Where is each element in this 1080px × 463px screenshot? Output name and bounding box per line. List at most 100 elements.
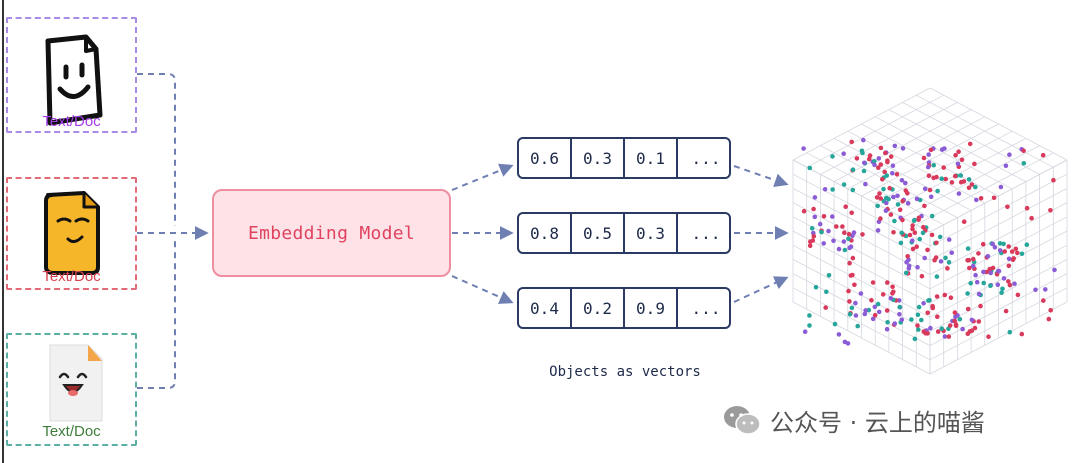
vector-point [948,295,954,300]
vector-point [900,146,906,151]
vector-point [1006,263,1012,269]
vector-point [903,180,908,186]
vector-point [941,165,946,170]
vector-point [878,196,883,201]
vector-point [854,156,860,161]
connector-doc3 [137,240,176,389]
vector-point [807,165,813,171]
vector-point [914,196,920,202]
vector-row-3: 0.4 0.2 0.9 ... [517,287,731,329]
arrow-vector-3-to-space [733,276,789,303]
vector-point [922,255,927,261]
vector-point [984,269,989,275]
vector-point [1052,267,1057,273]
vector-point [958,173,964,178]
vector-point [860,232,865,237]
vector-point [965,306,971,312]
vector-point [1007,282,1013,288]
vector-cell: 0.3 [572,139,625,177]
vector-point [968,280,973,286]
vector-point [992,245,998,250]
smiley-document-icon-outline [45,34,103,126]
vector-point [831,238,836,244]
watermark: 公众号 · 云上的喵酱 [722,400,985,440]
vector-point [895,202,901,207]
vector-point [876,156,882,161]
vector-point [880,177,885,182]
vector-point [884,200,889,206]
vector-point [907,232,913,238]
vector-point [1019,331,1025,337]
vector-point [960,326,965,332]
vector-point [1019,251,1025,257]
vector-point [956,191,962,196]
vector-point [1006,279,1011,284]
vector-point [965,246,971,251]
vector-point [899,317,905,323]
embedding-model-box: Embedding Model [212,189,451,277]
vector-point [969,317,975,323]
vector-point [905,254,910,259]
vector-point [1010,257,1016,262]
vector-point [956,149,961,154]
vector-point [1021,161,1027,166]
vector-point [966,177,972,182]
vector-point [819,229,824,235]
vector-point [945,266,950,271]
vector-point [934,240,939,246]
vector-point [957,316,963,322]
vector-point [953,152,958,158]
vector-point [967,141,973,147]
vector-point [952,173,958,179]
vector-point [898,240,904,246]
vector-point [821,241,826,246]
vector-row-1: 0.6 0.3 0.1 ... [517,137,731,179]
vector-point [834,224,839,229]
vector-point [842,247,848,253]
vector-point [910,223,915,228]
vector-point [949,250,954,255]
vector-point [855,323,860,329]
vector-point [926,173,932,178]
vector-point [1033,287,1038,293]
vector-point [912,230,918,235]
vector-point [981,280,986,286]
vector-point [841,151,846,156]
vector-point [853,300,858,306]
vector-point [891,230,896,235]
vector-point [846,288,851,294]
vector-point [886,196,891,202]
vector-point [990,265,996,271]
vector-point [922,203,927,209]
vector-cell: 0.5 [572,214,625,252]
vector-point [863,181,868,187]
vector-point [842,230,847,235]
vector-point [973,184,978,190]
vector-point [821,214,827,219]
vector-point [885,280,890,285]
vector-point [978,303,983,309]
vector-point [981,269,986,275]
vector-point [925,164,931,170]
vector-point [1013,246,1019,252]
vector-point [969,328,975,333]
vector-point [900,217,905,223]
vector-point [976,291,982,297]
vector-point [884,326,890,332]
vector-point [965,291,970,296]
vector-point [892,218,897,224]
vector-point [870,316,876,322]
vector-point [872,162,877,168]
vector-point [998,184,1004,190]
vector-point [830,187,835,192]
vector-point [849,305,855,311]
vector-point [840,224,845,229]
document-box-2: Text/Doc [6,177,137,290]
vector-point [937,234,943,240]
vector-point [925,310,930,316]
vector-point [955,161,961,167]
vector-point [1046,316,1052,322]
vector-point [1040,152,1046,158]
vector-point [952,318,957,324]
vector-point [909,317,914,322]
